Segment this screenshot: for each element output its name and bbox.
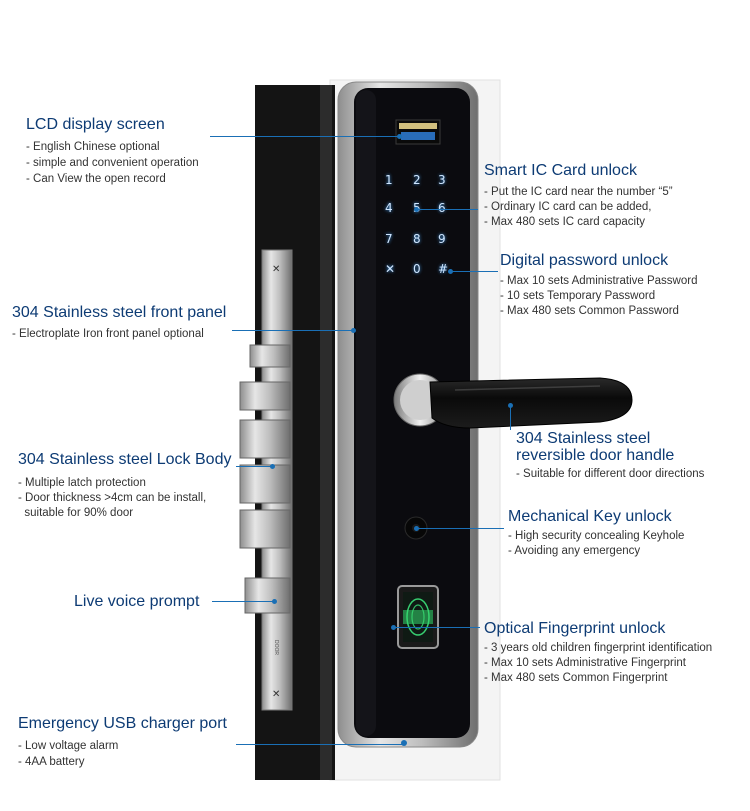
mech-key-bullet: - High security concealing Keyhole	[508, 530, 685, 542]
password-bullet: - Max 10 sets Administrative Password	[500, 275, 698, 287]
fingerprint-leader-dot	[391, 625, 396, 630]
door-handle	[429, 377, 633, 429]
keypad-key: 9	[438, 232, 446, 246]
lcd-title: LCD display screen	[26, 116, 165, 133]
ic-card-leader-dot	[414, 207, 419, 212]
handle-leader-dot	[508, 403, 513, 408]
usb-title: Emergency USB charger port	[18, 715, 227, 732]
handle-title: 304 Stainless steel	[516, 430, 651, 447]
handle-title: reversible door handle	[516, 447, 675, 464]
keypad-key: 1	[385, 173, 393, 187]
front-panel-bullet: - Electroplate Iron front panel optional	[12, 328, 204, 340]
front-panel-title: 304 Stainless steel front panel	[12, 304, 227, 321]
ic-card-bullet: - Put the IC card near the number “5”	[484, 186, 673, 198]
lcd-bullet: - English Chinese optional	[26, 141, 160, 153]
mech-key-bullet: - Avoiding any emergency	[508, 545, 641, 557]
keypad-key: 3	[438, 173, 446, 187]
keypad-key: 2	[413, 173, 421, 187]
lock-body-bullet: suitable for 90% door	[18, 507, 134, 519]
voice-title: Live voice prompt	[74, 593, 200, 610]
usb-bullet: - 4AA battery	[18, 756, 85, 768]
latch-bolt-4	[244, 577, 291, 614]
usb-leader	[236, 744, 402, 745]
svg-text:✕: ✕	[272, 264, 280, 275]
password-title: Digital password unlock	[500, 252, 669, 269]
keypad-key: #	[438, 262, 449, 276]
ic-card-bullet: - Ordinary IC card can be added,	[484, 201, 652, 213]
lock-body-leader	[236, 466, 272, 467]
lcd-bullet: - simple and convenient operation	[26, 157, 199, 169]
ic-card-bullet: - Max 480 sets IC card capacity	[484, 216, 646, 228]
password-leader	[452, 271, 498, 272]
keypad-key: 8	[413, 232, 421, 246]
ic-card-title: Smart IC Card unlock	[484, 162, 637, 179]
keypad-key: 6	[438, 201, 446, 215]
latch-guard	[249, 344, 291, 368]
lock-body-bullet: - Multiple latch protection	[18, 477, 146, 489]
lock-body-title: 304 Stainless steel Lock Body	[18, 451, 232, 468]
fingerprint-bullet: - Max 480 sets Common Fingerprint	[484, 672, 668, 684]
lcd-leader-dot	[397, 134, 402, 139]
lcd-leader	[210, 136, 400, 137]
latch-bolt-1	[239, 419, 291, 459]
latch-bolt-3	[239, 509, 291, 549]
voice-leader-dot	[272, 599, 277, 604]
password-leader-dot	[448, 269, 453, 274]
password-bullet: - Max 480 sets Common Password	[500, 305, 679, 317]
keypad-key: ✕	[385, 262, 396, 276]
keypad-key: 0	[413, 262, 421, 276]
mech-key-leader-dot	[414, 526, 419, 531]
usb-port	[401, 740, 407, 746]
mech-key-leader	[418, 528, 504, 529]
svg-text:DOOR: DOOR	[273, 640, 279, 655]
usb-bullet: - Low voltage alarm	[18, 740, 119, 752]
fingerprint-bullet: - Max 10 sets Administrative Fingerprint	[484, 657, 686, 669]
ic-card-leader	[418, 209, 478, 210]
mech-key-title: Mechanical Key unlock	[508, 508, 672, 525]
latch-bolt-2	[239, 464, 291, 504]
keypad-key: 7	[385, 232, 393, 246]
fingerprint-bullet: - 3 years old children fingerprint ident…	[484, 642, 713, 654]
fingerprint-title: Optical Fingerprint unlock	[484, 620, 666, 637]
handle-bullet: - Suitable for different door directions	[516, 468, 705, 480]
handle-leader	[510, 405, 511, 430]
front-panel-leader-dot	[351, 328, 356, 333]
keypad-key: 4	[385, 201, 393, 215]
lock-body-leader-dot	[270, 464, 275, 469]
lock-body-bullet: - Door thickness >4cm can be install,	[18, 492, 207, 504]
front-panel-leader	[232, 330, 354, 331]
svg-text:✕: ✕	[272, 689, 280, 700]
fingerprint-leader	[395, 627, 480, 628]
lcd-bullet: - Can View the open record	[26, 173, 166, 185]
password-bullet: - 10 sets Temporary Password	[500, 290, 656, 302]
voice-leader	[212, 601, 274, 602]
